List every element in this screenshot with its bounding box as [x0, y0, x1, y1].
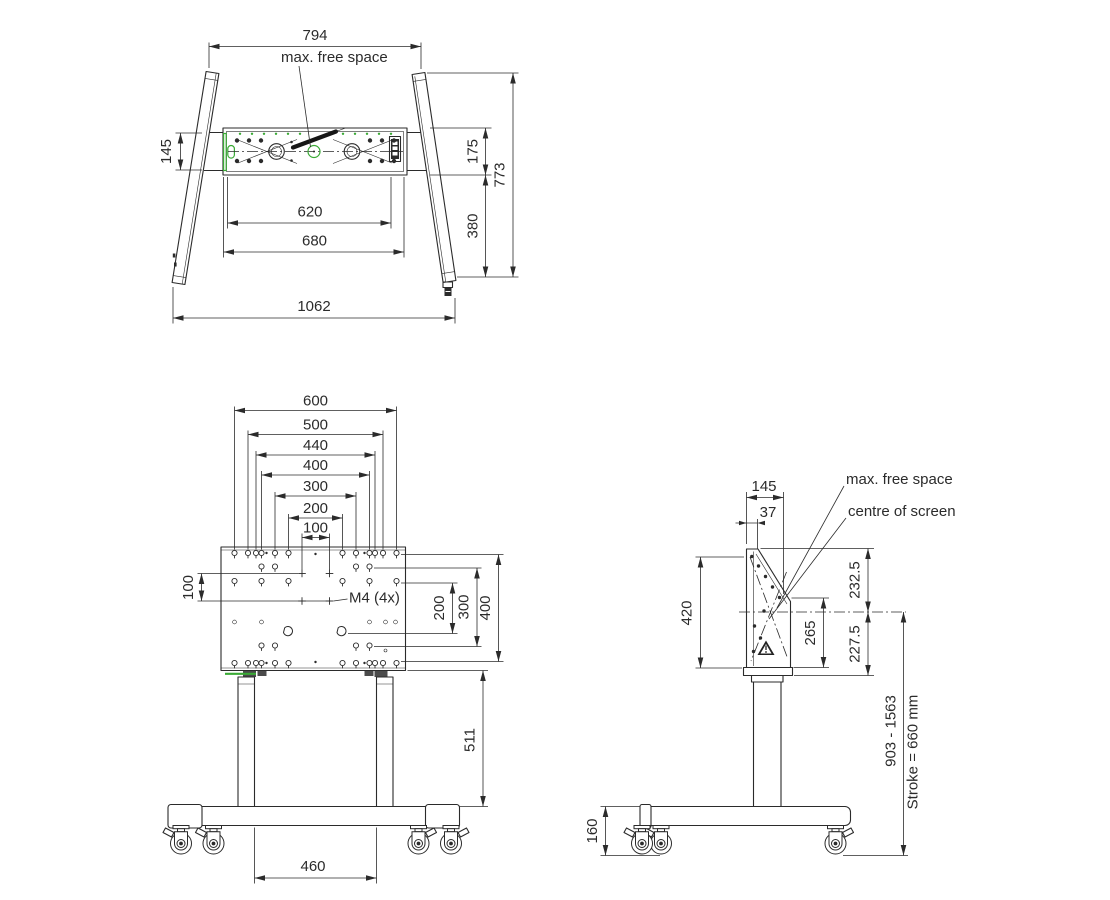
vesa-hole-row-bottom	[231, 659, 400, 669]
lift-column-side	[752, 681, 782, 808]
dim-265: 265	[802, 620, 819, 645]
dim-300h: 300	[456, 594, 473, 619]
shaft-hole-left	[268, 143, 285, 160]
m4-note: M4 (4x)	[349, 590, 400, 607]
dim-height-range: 903 - 1563	[883, 695, 900, 767]
top-view-dimensions: 794 max. free space 145 175 773 380 620	[158, 27, 519, 324]
dim-400h: 400	[477, 595, 494, 620]
stroke-note: Stroke = 660 mm	[905, 695, 922, 810]
bolt-holes	[234, 138, 397, 164]
front-view-dimensions: 600 500 440 400 300 200 100 100	[180, 393, 504, 884]
brake-lever	[162, 827, 175, 838]
bracket-holes	[750, 554, 782, 654]
brake-lever	[424, 827, 438, 838]
brake-lever	[194, 827, 208, 838]
dim-794: 794	[302, 27, 327, 44]
dim-460: 460	[300, 858, 325, 875]
front-view: 600 500 440 400 300 200 100 100	[162, 393, 504, 884]
side-view-dimensions: 145 37 max. free space centre of screen …	[584, 471, 956, 856]
vesa-hole-row-top	[231, 549, 400, 559]
vesa-hole-row-4	[232, 619, 398, 625]
shaft-hole-right	[343, 143, 361, 160]
base-side	[639, 803, 852, 829]
top-view: 794 max. free space 145 175 773 380 620	[158, 27, 519, 324]
casters-front	[162, 825, 470, 855]
dim-511: 511	[462, 728, 479, 752]
top-view-body	[222, 127, 408, 176]
column-collar	[750, 674, 784, 683]
dim-100w: 100	[303, 520, 328, 537]
dim-400w: 400	[303, 457, 328, 474]
dim-200h: 200	[431, 595, 448, 620]
side-free-space-label: max. free space	[846, 471, 953, 488]
lever-handle	[290, 129, 339, 150]
dim-420: 420	[679, 600, 696, 625]
casters-side	[623, 825, 855, 855]
dim-160: 160	[584, 818, 601, 843]
dim-175: 175	[465, 139, 482, 164]
dim-200w: 200	[303, 500, 328, 517]
brake-lever	[623, 827, 636, 838]
green-edge-strip	[223, 132, 227, 172]
base-front	[167, 803, 461, 829]
dim-500: 500	[303, 417, 328, 434]
dim-100h: 100	[180, 575, 197, 600]
arm-tip-caster	[442, 281, 454, 296]
dim-440: 440	[303, 437, 328, 454]
vesa-hole-row-3	[231, 577, 400, 587]
dim-227-5: 227.5	[847, 625, 864, 663]
dim-773: 773	[492, 162, 509, 187]
warning-triangle	[757, 640, 775, 655]
lift-column-right	[375, 676, 394, 808]
vesa-hole-row-2	[258, 563, 373, 573]
mount-arm-left	[171, 70, 220, 286]
dim-620: 620	[297, 204, 322, 221]
green-pin-holes	[238, 132, 393, 135]
top-free-space-label: max. free space	[281, 49, 388, 66]
mount-arm-right	[411, 71, 457, 296]
dim-145-top: 145	[158, 139, 175, 164]
plate-tabs	[225, 671, 388, 677]
dim-37: 37	[760, 504, 777, 521]
dim-232-5: 232.5	[847, 561, 864, 599]
lift-column-left	[237, 676, 256, 808]
m4-holes	[297, 569, 334, 606]
dim-380: 380	[465, 213, 482, 238]
brake-lever	[457, 827, 470, 838]
centre-of-screen-label: centre of screen	[848, 503, 956, 520]
dim-680: 680	[302, 233, 327, 250]
crossbar-stubs	[204, 131, 426, 172]
centre-hole-green	[307, 144, 321, 159]
brake-lever	[841, 827, 855, 838]
bracket-side	[742, 548, 794, 677]
dim-145-side: 145	[751, 478, 776, 495]
dim-300w: 300	[303, 478, 328, 495]
vesa-hole-row-5	[258, 642, 388, 653]
dim-600: 600	[303, 393, 328, 410]
side-view: 145 37 max. free space centre of screen …	[584, 471, 956, 856]
mounting-plate	[220, 546, 407, 677]
dim-1062: 1062	[297, 298, 330, 315]
